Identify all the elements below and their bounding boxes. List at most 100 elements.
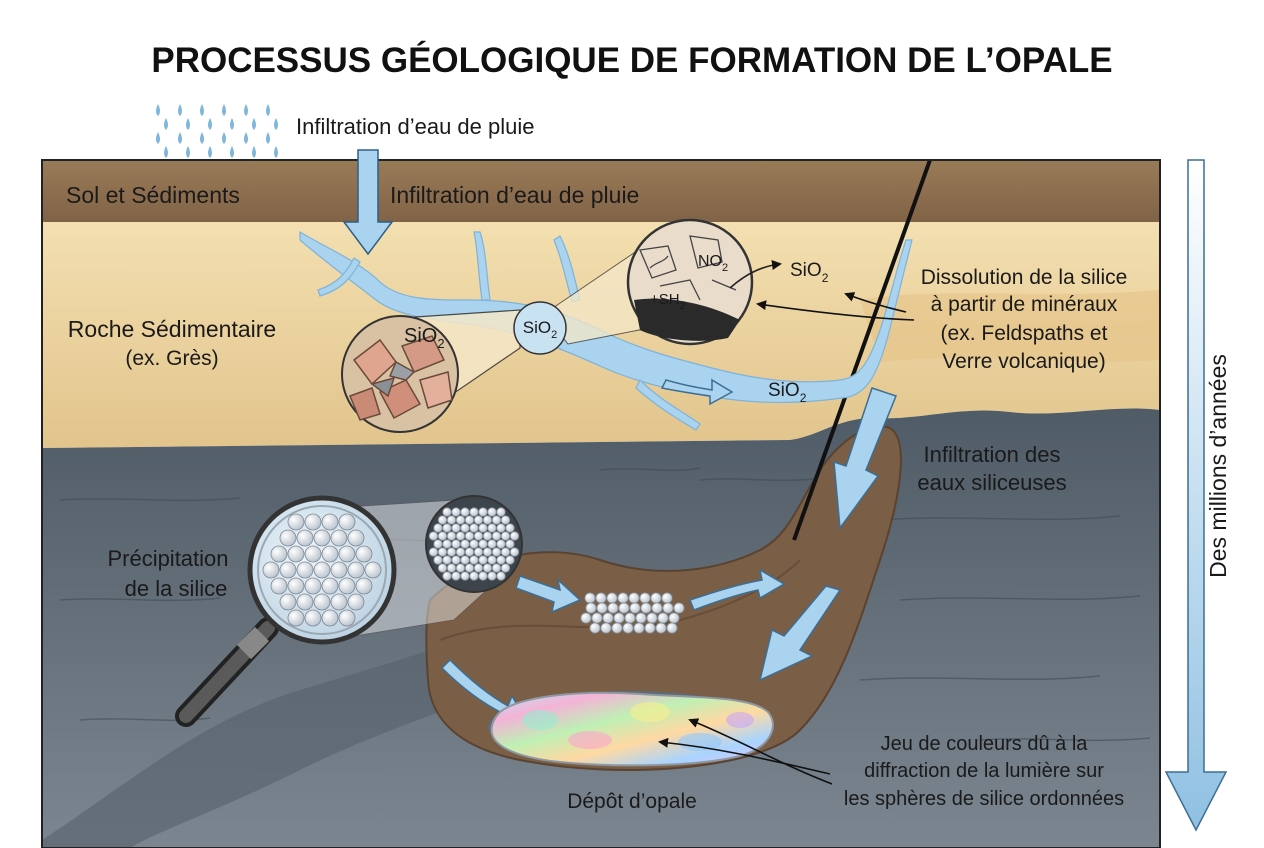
silica-sphere <box>287 577 305 595</box>
cavity-silica-sphere <box>585 602 597 614</box>
ordered-silica-sphere <box>500 531 511 541</box>
rain-drop-icon <box>156 132 160 144</box>
rain-drop-icon <box>252 118 256 130</box>
silica-sphere <box>313 593 331 611</box>
ordered-silica-sphere <box>455 531 466 541</box>
svg-text:Verre volcanique): Verre volcanique) <box>942 350 1105 373</box>
rain-drop-icon <box>266 132 270 144</box>
silica-sphere <box>338 609 356 627</box>
cavity-silica-sphere <box>655 622 667 634</box>
silica-sphere <box>296 593 314 611</box>
cavity-silica-sphere <box>624 612 636 624</box>
svg-text:à partir de minéraux: à partir de minéraux <box>931 293 1118 316</box>
channel-sio2-label: SiO2 <box>768 380 807 405</box>
svg-text:Jeu de couleurs dû à la: Jeu de couleurs dû à la <box>881 733 1089 755</box>
ordered-silica-sphere <box>491 547 502 557</box>
siliceous-water-arrows <box>758 387 897 682</box>
ordered-silica-sphere <box>482 563 493 573</box>
ordered-silica-sphere <box>433 539 443 549</box>
cavity-silica-sphere <box>617 592 629 604</box>
siliceous-infiltration-label-1: Infiltration des <box>924 442 1061 467</box>
ordered-silica-sphere <box>451 523 461 533</box>
ordered-silica-sphere <box>428 531 439 541</box>
cavity-silica-sphere <box>584 592 596 604</box>
cavity-silica-sphere <box>651 602 663 614</box>
cavity-silica-sphere <box>611 622 623 634</box>
cavity-silica-sphere <box>602 612 614 624</box>
cavity-silica-sphere <box>591 612 603 624</box>
rain-drop-icon <box>164 118 168 130</box>
rain-drop-icon <box>208 118 212 130</box>
cavity-silica-sphere <box>640 602 652 614</box>
ordered-silica-sphere <box>473 547 484 557</box>
ordered-silica-sphere <box>460 571 470 581</box>
rain-drops-icon <box>156 104 278 158</box>
ordered-silica-sphere <box>442 507 452 517</box>
silica-sphere <box>287 545 305 563</box>
dissolution-label: Dissolution de la silice à partir de min… <box>921 266 1128 373</box>
silica-sphere <box>304 577 322 595</box>
ordered-silica-sphere <box>478 571 488 581</box>
ordered-silica-sphere <box>473 531 484 541</box>
siliceous-infiltration-label-2: eaux siliceuses <box>917 470 1066 495</box>
rain-drop-icon <box>266 104 270 116</box>
cavity-silica-sphere <box>662 602 674 614</box>
silica-sphere <box>347 593 365 611</box>
ordered-silica-sphere <box>464 531 475 541</box>
ordered-silica-sphere <box>482 547 493 557</box>
silica-sphere <box>287 609 305 627</box>
silica-sphere <box>330 529 348 547</box>
cavity-silica-sphere <box>613 612 625 624</box>
time-arrow <box>1164 159 1228 832</box>
lower-rock-fold <box>42 650 470 848</box>
ordered-silica-sphere <box>487 523 497 533</box>
silica-sphere <box>347 561 365 579</box>
ordered-silica-sphere <box>446 531 457 541</box>
ordered-silica-sphere <box>460 523 470 533</box>
svg-text:NO2: NO2 <box>698 253 728 274</box>
silica-sphere <box>304 609 322 627</box>
ordered-silica-sphere <box>446 563 457 573</box>
ordered-silica-sphere <box>500 563 511 573</box>
rain-drop-icon <box>230 118 234 130</box>
ordered-silica-sphere <box>442 571 452 581</box>
rain-drop-icon <box>222 132 226 144</box>
opal-deposit-label: Dépôt d’opale <box>567 790 697 813</box>
soil-layer <box>42 160 1160 230</box>
sedimentary-rock-label-2: (ex. Grès) <box>125 347 218 370</box>
cavity-silica-sphere <box>633 622 645 634</box>
ordered-silica-sphere <box>455 563 466 573</box>
ordered-silica-sphere <box>491 563 502 573</box>
rain-drop-icon <box>186 118 190 130</box>
cavity-silica-sphere <box>629 602 641 614</box>
ordered-silica-sphere <box>496 571 506 581</box>
cavity-silica-sphere <box>650 592 662 604</box>
ordered-silica-sphere <box>442 539 452 549</box>
ordered-silica-sphere <box>496 523 506 533</box>
cavity-silica-sphere <box>600 622 612 634</box>
cavity-silica-sphere <box>589 622 601 634</box>
cavity-silica-sphere <box>644 622 656 634</box>
silica-sphere <box>270 577 288 595</box>
svg-text:+SH2: +SH2 <box>650 291 686 312</box>
silica-sphere <box>279 593 297 611</box>
ordered-silica-sphere <box>455 547 466 557</box>
ordered-silica-sphere <box>446 547 457 557</box>
silica-sphere <box>330 561 348 579</box>
silica-sphere <box>279 529 297 547</box>
ordered-silica-sphere <box>473 515 484 525</box>
cavity-silica-sphere <box>635 612 647 624</box>
cavity-silica-sphere <box>580 612 592 624</box>
ordered-silica-sphere <box>469 507 479 517</box>
ordered-silica-sphere <box>451 571 461 581</box>
ordered-silica-sphere <box>505 523 515 533</box>
ordered-silica-sphere <box>442 555 452 565</box>
rain-drop-icon <box>200 132 204 144</box>
ordered-silica-sphere <box>473 563 484 573</box>
ordered-silica-sphere <box>464 563 475 573</box>
ordered-spheres-zoom <box>425 495 523 593</box>
ordered-silica-sphere <box>496 539 506 549</box>
precipitation-label-1: Précipitation <box>107 546 228 571</box>
silica-sphere <box>313 529 331 547</box>
